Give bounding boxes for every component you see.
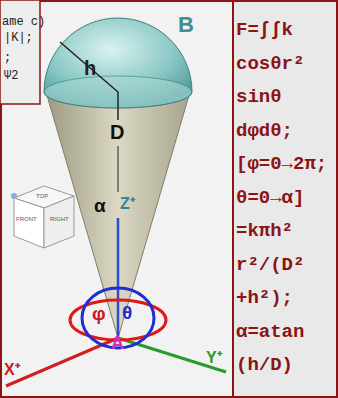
diagram-label: φ xyxy=(92,304,106,323)
formula-text: F=∫∫k cosθr² sinθ dφdθ; [φ=0→2π; θ=0→α] … xyxy=(236,14,336,383)
diagram-label: X⁺ xyxy=(4,362,20,378)
view-cube xyxy=(11,186,74,248)
diagram-label: h xyxy=(84,58,96,78)
formula-panel: F=∫∫k cosθr² sinθ dφdθ; [φ=0→2π; θ=0→α] … xyxy=(236,14,336,383)
diagram-label: ame c) xyxy=(2,16,45,28)
diagram-label: D xyxy=(110,122,124,142)
diagram-label: |K|; xyxy=(4,32,33,44)
diagram-label: θ xyxy=(122,303,132,322)
diagram-label: A xyxy=(111,334,124,352)
diagram-label: B xyxy=(178,14,194,36)
diagram-label: Ψ2 xyxy=(4,70,18,82)
diagram-label: ; xyxy=(4,52,11,64)
diagram-label: RIGHT xyxy=(50,216,69,222)
diagram-label: FRONT xyxy=(16,216,37,222)
diagram-label: TOP xyxy=(36,193,48,199)
diagram-label: Y⁺ xyxy=(206,350,222,366)
diagram-label: Z⁺ xyxy=(120,196,135,212)
diagram-label: α xyxy=(94,196,106,215)
